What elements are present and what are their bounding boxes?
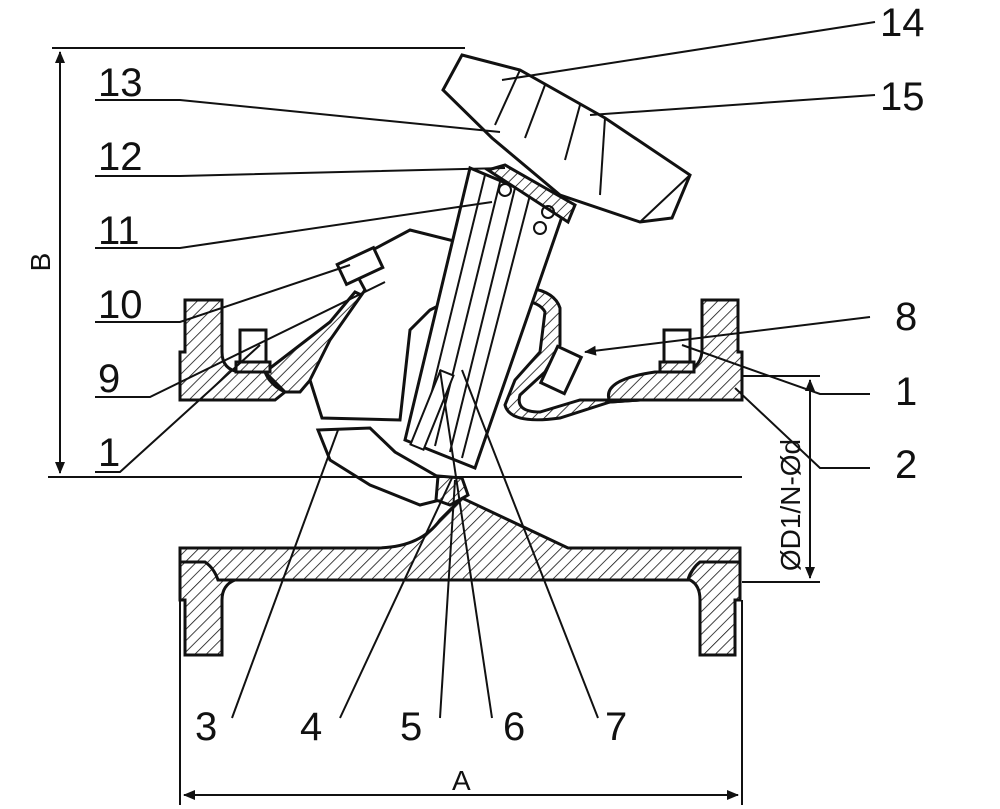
leader-10 bbox=[95, 264, 351, 323]
stem-line bbox=[449, 187, 516, 453]
handwheel-edge bbox=[524, 84, 546, 139]
callout-9: 9 bbox=[98, 357, 120, 401]
leader-7 bbox=[461, 369, 599, 719]
dim-flange-label: ØD1/N-Ød bbox=[775, 439, 806, 571]
callout-8: 8 bbox=[895, 295, 917, 339]
leader-12 bbox=[95, 167, 506, 177]
dim-a-label: A bbox=[452, 765, 471, 796]
left-top-flange bbox=[178, 298, 288, 402]
leader-14 bbox=[501, 21, 876, 81]
callout-3: 3 bbox=[195, 705, 217, 749]
right-top-flange bbox=[607, 298, 744, 404]
handwheel bbox=[441, 53, 692, 224]
callout-1-right: 1 bbox=[895, 370, 917, 414]
callout-11: 11 bbox=[98, 209, 140, 253]
right-test-nipple bbox=[662, 328, 692, 368]
right-nipple-base bbox=[658, 360, 696, 374]
left-bottom-flange bbox=[178, 548, 236, 657]
bearing-ball bbox=[533, 221, 547, 235]
leader-1-left bbox=[95, 344, 261, 473]
callout-10: 10 bbox=[98, 283, 143, 327]
callout-6: 6 bbox=[503, 705, 525, 749]
leader-1-right bbox=[681, 344, 870, 395]
handwheel-edge bbox=[564, 104, 581, 161]
bearing-ball bbox=[498, 183, 512, 197]
callout-15: 15 bbox=[880, 75, 925, 119]
leader-8 bbox=[584, 316, 871, 356]
bonnet-bolt-nut bbox=[335, 245, 385, 287]
leader-6 bbox=[439, 369, 493, 719]
callout-12: 12 bbox=[98, 135, 143, 179]
bearing-ball bbox=[541, 205, 555, 219]
test-plug bbox=[538, 344, 584, 396]
callout-1-left: 1 bbox=[98, 431, 120, 475]
leader-9 bbox=[95, 281, 386, 398]
leader-3 bbox=[231, 429, 339, 719]
handwheel-edge bbox=[494, 69, 521, 126]
dim-b-label: B bbox=[25, 253, 56, 272]
callout-2: 2 bbox=[895, 443, 917, 487]
handwheel-edge bbox=[639, 174, 691, 223]
callout-5: 5 bbox=[400, 705, 422, 749]
leader-2 bbox=[734, 387, 870, 469]
callout-14: 14 bbox=[880, 1, 925, 45]
right-bottom-flange bbox=[685, 548, 742, 657]
leader-11 bbox=[95, 201, 493, 249]
leader-5 bbox=[439, 479, 456, 719]
leader-13 bbox=[95, 99, 501, 133]
body-right-neck bbox=[503, 286, 641, 422]
left-nipple-base bbox=[234, 360, 272, 374]
stem-line bbox=[461, 194, 531, 459]
leader-4 bbox=[339, 477, 453, 719]
callout-13: 13 bbox=[98, 61, 143, 105]
callout-4: 4 bbox=[300, 705, 322, 749]
leader-15 bbox=[589, 94, 876, 116]
stem-line bbox=[434, 181, 501, 447]
callout-7: 7 bbox=[605, 705, 627, 749]
handwheel-edge bbox=[599, 117, 606, 196]
